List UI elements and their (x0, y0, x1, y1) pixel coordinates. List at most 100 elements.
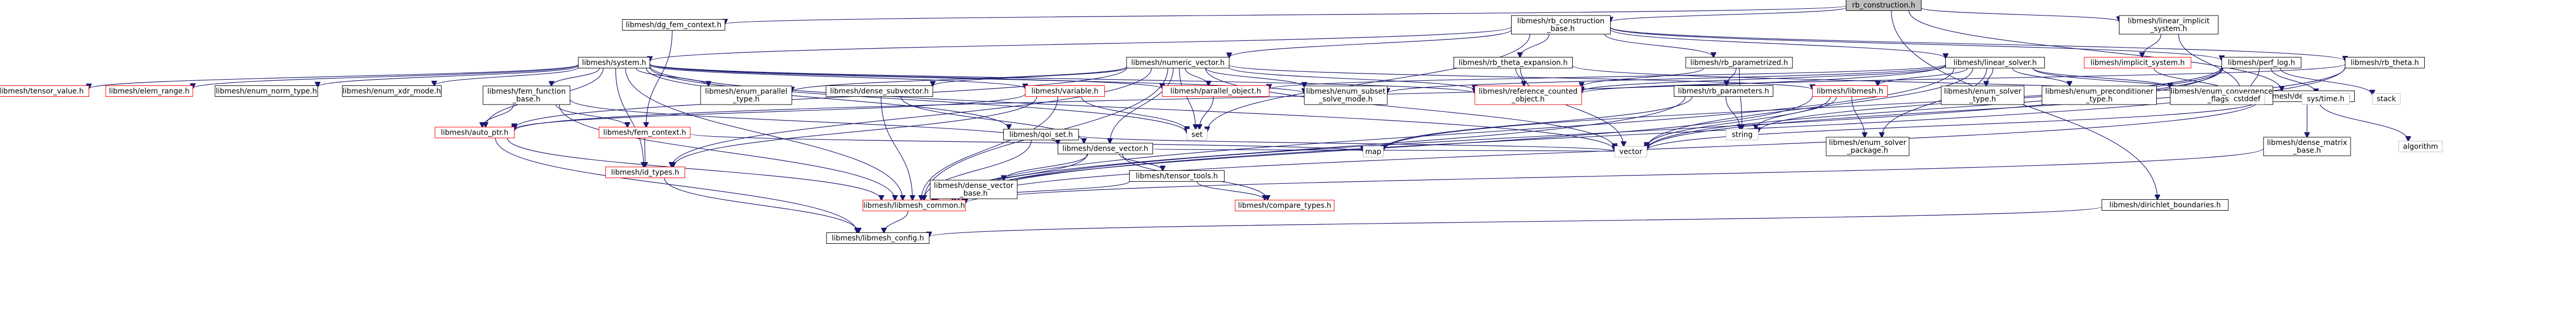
node-label: libmesh/rb_parametrized.h (1690, 59, 1788, 67)
node-box (599, 127, 691, 138)
node-label: libmesh/implicit_system.h (2090, 59, 2185, 67)
node-rb-theta-expansion[interactable]: libmesh/rb_theta_expansion.h (1454, 57, 1573, 68)
node-enum-norm-type[interactable]: libmesh/enum_norm_type.h (215, 85, 318, 97)
node-label: libmesh/rb_construction (1517, 17, 1605, 25)
edge-dense-matrix-to-algorithm (2319, 101, 2409, 141)
node-fem-context[interactable]: libmesh/fem_context.h (599, 127, 691, 138)
node-box (1685, 57, 1793, 68)
edge-numeric-vector-to-dense-subvector (933, 67, 1127, 86)
node-enum-parallel-type[interactable]: libmesh/enum_parallel_type.h (700, 85, 792, 105)
node-box (1363, 146, 1384, 157)
node-dg-fem-context[interactable]: libmesh/dg_fem_context.h (622, 19, 725, 31)
node-label: libmesh/enum_norm_type.h (216, 87, 317, 96)
node-box (0, 85, 89, 97)
node-rb-theta[interactable]: libmesh/rb_theta.h (2345, 57, 2425, 68)
node-box (1614, 146, 1647, 157)
node-compare-types[interactable]: libmesh/compare_types.h (1235, 200, 1334, 211)
node-box (2372, 93, 2401, 105)
node-label: libmesh/linear_implicit (2128, 17, 2210, 25)
node-enum-xdr-mode[interactable]: libmesh/enum_xdr_mode.h (342, 85, 442, 97)
node-root[interactable]: rb_construction.h (1846, 0, 1922, 11)
node-perf-log[interactable]: libmesh/perf_log.h (2222, 57, 2301, 68)
node-variable[interactable]: libmesh/variable.h (1025, 85, 1105, 97)
node-implicit-system[interactable]: libmesh/implicit_system.h (2084, 57, 2191, 68)
node-qoi-set[interactable]: libmesh/qoi_set.h (1003, 129, 1079, 140)
node-libmesh-config[interactable]: libmesh/libmesh_config.h (826, 232, 930, 244)
edge-linear-solver-to-enum-solver-type (1986, 68, 1994, 86)
node-id-types[interactable]: libmesh/id_types.h (605, 167, 685, 178)
edge-dense-matrix-to-vector (1647, 100, 2260, 151)
node-label: set (1191, 131, 1203, 139)
node-rb-parametrized[interactable]: libmesh/rb_parametrized.h (1685, 57, 1793, 68)
node-system[interactable]: libmesh/system.h (578, 57, 650, 68)
edge-parallel-object-to-set (1200, 96, 1214, 129)
node-label: libmesh/dense_vector (934, 182, 1014, 190)
node-tensor-value[interactable]: libmesh/tensor_value.h (0, 85, 89, 97)
node-box (1826, 137, 1910, 156)
node-box (2222, 57, 2301, 68)
node-dense-matrix-base[interactable]: libmesh/dense_matrix_base.h (2263, 137, 2351, 156)
node-auto-ptr[interactable]: libmesh/auto_ptr.h (435, 127, 515, 138)
node-reference-counted-object[interactable]: libmesh/reference_counted_object.h (1474, 85, 1582, 105)
node-libmesh[interactable]: libmesh/libmesh.h (1812, 85, 1888, 97)
node-cstddef: cstddef (2229, 93, 2265, 105)
node-rb-parameters[interactable]: libmesh/rb_parameters.h (1674, 85, 1773, 97)
node-linear-implicit-system[interactable]: libmesh/linear_implicit_system.h (2119, 15, 2218, 35)
node-algorithm: algorithm (2398, 141, 2443, 152)
node-box (2229, 93, 2265, 105)
edge-dirichlet-boundaries-to-libmesh-config (929, 206, 2102, 237)
node-label: libmesh/auto_ptr.h (441, 129, 508, 137)
edge-perf-log-to-stack (2280, 68, 2372, 95)
node-fem-function-base[interactable]: libmesh/fem_function_base.h (482, 85, 571, 105)
node-box (1129, 170, 1225, 182)
node-tensor-tools[interactable]: libmesh/tensor_tools.h (1129, 170, 1225, 182)
node-box (2398, 141, 2443, 152)
node-box (578, 57, 650, 68)
node-dense-vector[interactable]: libmesh/dense_vector.h (1058, 143, 1153, 154)
node-enum-preconditioner-type[interactable]: libmesh/enum_preconditioner_type.h (2042, 85, 2157, 105)
node-label: _base.h (512, 95, 540, 104)
node-dirichlet-boundaries[interactable]: libmesh/dirichlet_boundaries.h (2101, 199, 2229, 211)
edge-rb-construction-base-to-numeric-vector (1229, 29, 1512, 57)
node-box (1846, 0, 1922, 11)
node-enum-subset-solve-mode[interactable]: libmesh/enum_subset_solve_mode.h (1304, 85, 1388, 105)
edge-rb-parametrized-to-reference-counted-object (1582, 67, 1704, 87)
node-label: libmesh/enum_solver (1829, 139, 1906, 147)
edge-perf-log-to-sys-time (2271, 68, 2316, 94)
node-set: set (1187, 129, 1207, 140)
node-label: libmesh/variable.h (1031, 87, 1099, 96)
node-enum-solver-package[interactable]: libmesh/enum_solver_package.h (1826, 137, 1910, 156)
node-dense-vector-base[interactable]: libmesh/dense_vector_base.h (930, 180, 1018, 199)
edge-fem-function-base-to-auto-ptr (482, 104, 514, 127)
edge-root-to-rb-construction-base (1611, 7, 1847, 22)
node-libmesh-common[interactable]: libmesh/libmesh_common.h (862, 200, 966, 211)
node-vector: vector (1614, 146, 1647, 157)
node-elem-range[interactable]: libmesh/elem_range.h (105, 85, 193, 97)
node-numeric-vector[interactable]: libmesh/numeric_vector.h (1126, 57, 1230, 68)
node-box (605, 167, 685, 178)
node-linear-solver[interactable]: libmesh/linear_solver.h (1945, 57, 2045, 68)
node-box (700, 85, 792, 105)
node-enum-solver-type[interactable]: libmesh/enum_solver_type.h (1941, 85, 2025, 105)
edge-variable-to-id-types (673, 96, 1037, 167)
edge-linear-solver-to-auto-ptr (515, 64, 1946, 130)
node-dense-subvector[interactable]: libmesh/dense_subvector.h (826, 85, 933, 97)
node-label: libmesh/enum_solver (1944, 87, 2021, 96)
node-label: libmesh/parallel_object.h (1170, 87, 1261, 96)
node-box (2042, 85, 2157, 105)
node-box (1126, 57, 1230, 68)
node-stack: stack (2372, 93, 2401, 105)
node-label: libmesh/dirichlet_boundaries.h (2109, 201, 2221, 210)
node-label: _type.h (1969, 95, 1996, 104)
node-parallel-object[interactable]: libmesh/parallel_object.h (1162, 85, 1270, 97)
node-label: libmesh/reference_counted (1479, 87, 1578, 96)
node-rb-construction-base[interactable]: libmesh/rb_construction_base.h (1511, 15, 1611, 35)
edge-linear-solver-to-reference-counted-object (1582, 66, 1946, 92)
node-label: libmesh/enum_parallel (705, 87, 788, 96)
node-label: libmesh/fem_function (487, 87, 565, 96)
node-label: libmesh/tensor_value.h (0, 87, 83, 96)
node-label: libmesh/elem_range.h (109, 87, 190, 96)
edge-numeric-vector-to-dense-vector (1110, 68, 1174, 143)
edge-system-to-enum-norm-type (318, 65, 579, 87)
node-box (1941, 85, 2025, 105)
